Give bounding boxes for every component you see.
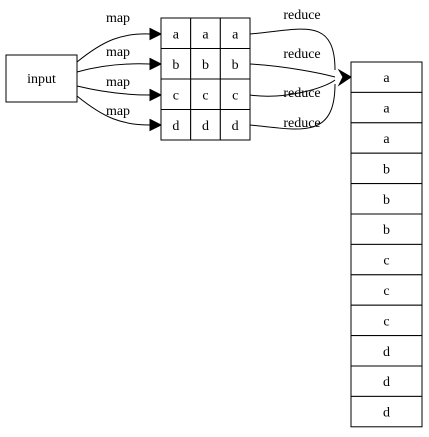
map-edge-d-label: map [106, 104, 130, 119]
matrix-cell-label: a [232, 27, 239, 42]
matrix-cell [190, 109, 221, 141]
matrix-cell-label: b [232, 58, 239, 73]
output-cell-label: c [383, 314, 389, 329]
matrix-cell [160, 109, 192, 141]
map-edge-d-arrowhead [149, 118, 163, 132]
reduce-arrowhead [337, 68, 352, 87]
matrix-cell-label: d [232, 119, 239, 134]
map-edge-b-label: map [106, 45, 130, 60]
map-edge-c [76, 85, 151, 96]
input-node: input [5, 54, 78, 103]
matrix-cell-label: b [172, 58, 179, 73]
matrix-cell [219, 48, 251, 80]
output-cell-label: c [383, 254, 389, 269]
map-edge-b [76, 63, 151, 73]
output-cell-label: a [383, 132, 390, 147]
input-node-label: input [27, 72, 56, 87]
output-cell [350, 274, 423, 306]
output-cell-label: a [383, 102, 390, 117]
reduce-edge-a-label: reduce [283, 8, 320, 23]
output-cell [350, 183, 423, 215]
map-edge-d [76, 95, 151, 126]
matrix-cell-label: a [173, 27, 180, 42]
matrix-cell-label: a [202, 27, 209, 42]
reduce-edge-a [249, 28, 336, 71]
reduce-edge-d-label: reduce [283, 116, 320, 131]
input-node-box [5, 54, 78, 103]
output-cell [350, 152, 423, 185]
map-edge-a [76, 33, 151, 63]
output-cell-label: c [383, 284, 389, 299]
output-cell [350, 91, 423, 124]
matrix-cell [160, 78, 192, 110]
output-cell-label: d [383, 375, 390, 390]
matrix-cell [219, 78, 251, 110]
output-cell-label: d [383, 406, 390, 421]
matrix-cell-label: d [202, 119, 209, 134]
output-cell [350, 213, 423, 245]
reduce-edge-c-label: reduce [283, 86, 320, 101]
output-cell-label: d [383, 345, 390, 360]
output-cell [350, 335, 423, 367]
matrix-cell [160, 17, 192, 49]
matrix-cell-label: c [232, 88, 238, 103]
map-edge-c-label: map [106, 75, 130, 90]
map-edge-b-arrowhead [149, 57, 163, 71]
output-cell-label: b [383, 162, 390, 177]
map-edges: map map map map [76, 11, 163, 132]
output-cell [350, 61, 423, 93]
matrix-cell [219, 109, 251, 141]
matrix-cell [190, 17, 221, 49]
output-cell [350, 304, 423, 337]
reduce-edge-b-label: reduce [283, 47, 320, 62]
output-cell-label: a [383, 71, 390, 86]
matrix-cell-label: d [172, 119, 179, 134]
output-cell-label: b [383, 193, 390, 208]
reduce-edge-b [249, 63, 336, 78]
matrix-cell-label: c [173, 88, 179, 103]
reduce-edge-c [249, 79, 336, 97]
matrix-cell [190, 78, 221, 110]
matrix-cell-label: c [202, 88, 208, 103]
map-edge-a-label: map [106, 11, 130, 26]
output-cell [350, 122, 423, 154]
map-edge-a-arrowhead [149, 27, 163, 41]
output-cell [350, 365, 423, 397]
map-edge-c-arrowhead [149, 88, 163, 102]
output-cell-label: b [383, 223, 390, 238]
reduce-edges: reduce reduce reduce reduce [249, 8, 352, 131]
output-cell [350, 395, 423, 428]
reduce-edge-d [249, 83, 336, 130]
matrix-cell-label: b [202, 58, 209, 73]
output-cell [350, 243, 423, 276]
